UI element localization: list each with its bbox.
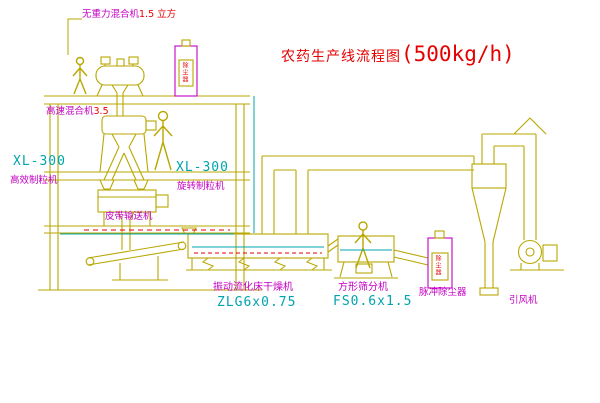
worker-figure-middle: [153, 110, 173, 171]
red-detail-lines: [84, 229, 322, 254]
gravity-mixer-label: 无重力混合机1.5 立方: [82, 10, 176, 20]
label-leader-line: [67, 18, 82, 55]
fan-label: 引风机: [509, 295, 538, 306]
diagram-title-text: 农药生产线流程图: [281, 49, 401, 65]
gravity-mixer-spec: 1.5 立方: [139, 9, 177, 20]
fan-drawing: [510, 239, 564, 271]
granulator-drawing: [96, 179, 169, 250]
dust-collector-label: 脉冲除尘器: [419, 287, 467, 298]
exhaust-duct-drawing: [261, 155, 475, 234]
diagram-title: 农药生产线流程图(500kg/h): [281, 42, 515, 66]
granulator-center-name: 旋转制粒机: [177, 181, 225, 192]
granulator-left-name: 高效制粒机: [10, 175, 58, 186]
high-speed-mixer-spec: 3.5: [93, 106, 109, 117]
high-speed-mixer-label: 高速混合机3.5: [46, 107, 109, 117]
high-speed-mixer-drawing: [99, 115, 157, 181]
granulator-left-model: XL-300: [13, 154, 66, 169]
square-sieve-drawing: [334, 235, 429, 279]
cyclone-separator-drawing: [471, 117, 547, 296]
sieve-model: FS0.6x1.5: [333, 294, 413, 309]
gravity-mixer-name: 无重力混合机: [82, 9, 140, 20]
collector-1-box-text: 除尘器: [181, 62, 188, 83]
worker-figure-top: [72, 56, 88, 95]
building-structure: [38, 95, 262, 291]
diagram-capacity: (500kg/h): [401, 42, 515, 66]
gravity-mixer-drawing: [95, 56, 145, 116]
granulator-center-model: XL-300: [176, 160, 229, 175]
high-speed-mixer-name: 高速混合机: [46, 106, 94, 117]
dryer-model: ZLG6x0.75: [217, 295, 297, 310]
dryer-label: 振动流化床干燥机: [213, 282, 293, 293]
sieve-label: 方形筛分机: [338, 282, 388, 293]
fluid-bed-dryer-drawing: [181, 227, 339, 271]
dust-collector-2-drawing: [427, 230, 453, 289]
belt-conveyor-drawing: [85, 241, 187, 281]
cyan-detail-lines: [60, 96, 392, 251]
belt-conveyor-label: 皮带输送机: [105, 211, 153, 222]
dust-collector-1-drawing: [174, 39, 198, 97]
collector-2-box-text: 除尘器: [434, 255, 441, 276]
worker-figure-sieve: [354, 221, 372, 269]
